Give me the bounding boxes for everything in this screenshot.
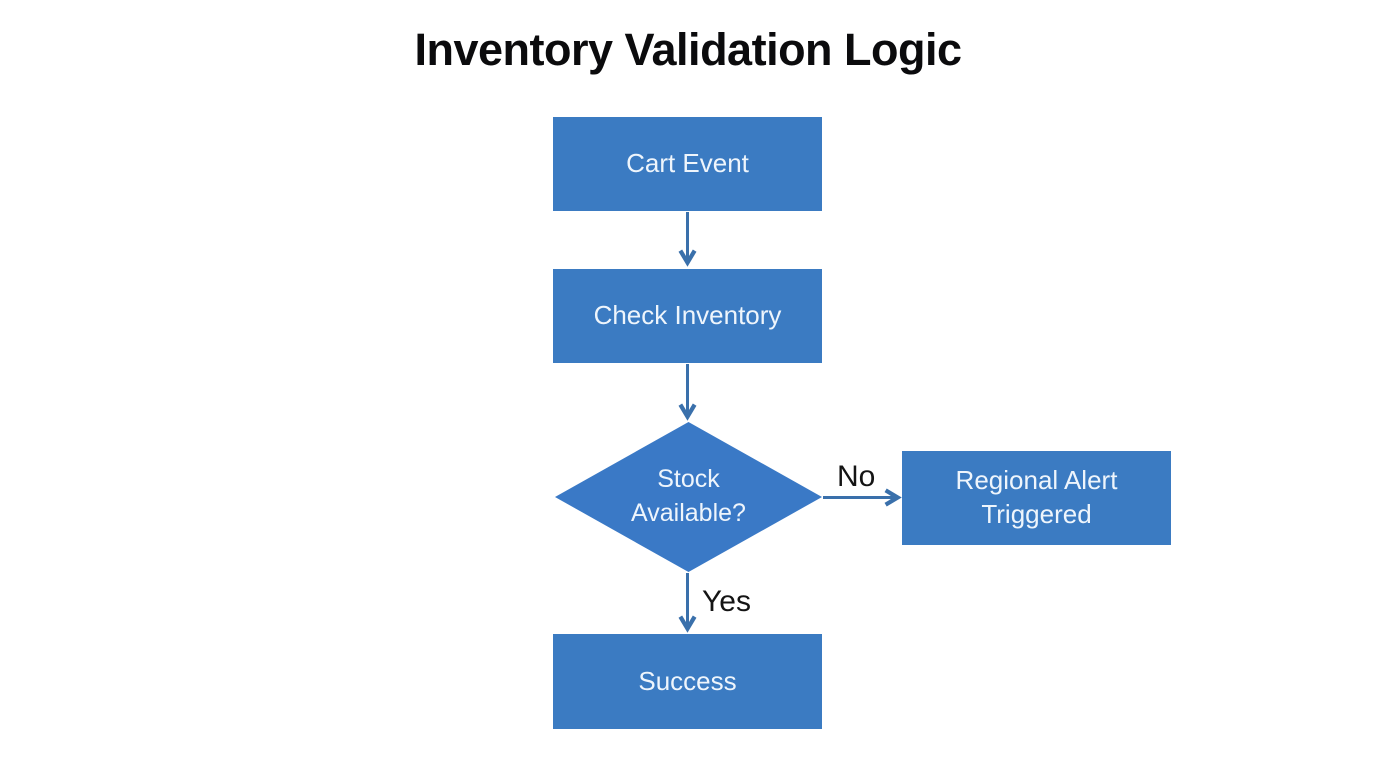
node-cart-event: Cart Event	[553, 117, 822, 211]
node-regional-alert-label: Regional Alert Triggered	[955, 465, 1118, 529]
edge-label-no: No	[837, 460, 876, 493]
node-stock-available: Stock Available?	[555, 422, 822, 572]
node-stock-available-label: Stock Available?	[631, 465, 746, 527]
node-success-label: Success	[638, 665, 737, 696]
node-success: Success	[553, 634, 822, 729]
node-cart-event-label: Cart Event	[626, 148, 749, 179]
node-check-inventory: Check Inventory	[553, 269, 822, 363]
node-check-inventory-label: Check Inventory	[593, 300, 782, 331]
edge-label-yes: Yes	[702, 585, 751, 618]
node-regional-alert: Regional Alert Triggered	[902, 451, 1171, 545]
diagram-title: Inventory Validation Logic	[414, 24, 962, 75]
